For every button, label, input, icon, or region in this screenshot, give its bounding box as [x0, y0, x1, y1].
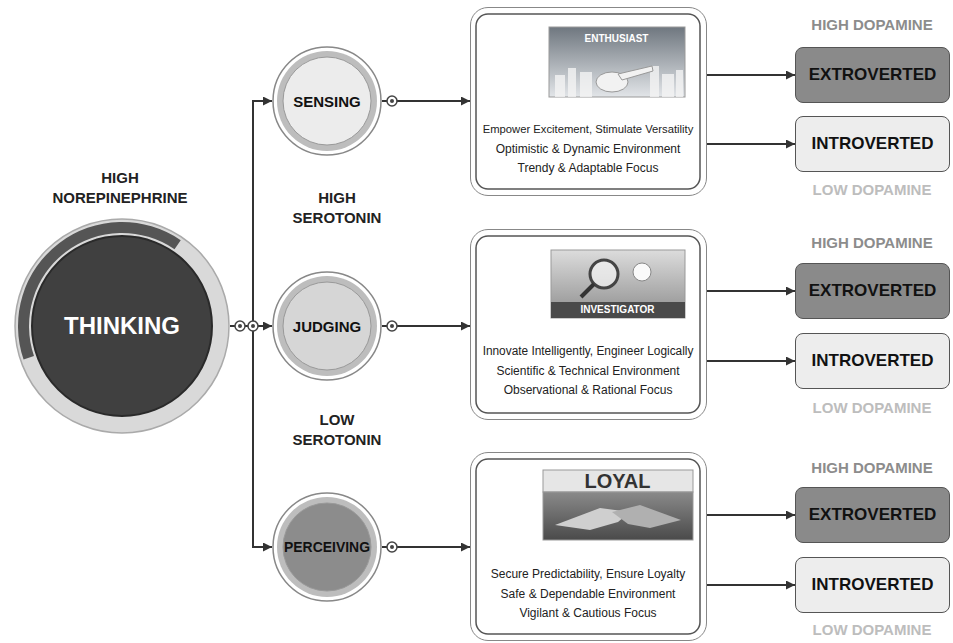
connector-arrow — [230, 101, 272, 326]
level-label: HIGH DOPAMINE — [797, 233, 947, 253]
trait-label: INTROVERTED — [812, 351, 934, 371]
core-circle: THINKING — [14, 218, 230, 434]
connector-arrow — [707, 360, 795, 362]
card-text: Scientific & Technical Environment — [471, 362, 705, 382]
inner-disk — [283, 503, 371, 591]
card-text: Secure Predictability, Ensure Loyalty — [471, 565, 705, 585]
skyline-building — [580, 72, 592, 97]
card-text: Innovate Intelligently, Engineer Logical… — [471, 342, 705, 362]
level-label: LOW DOPAMINE — [797, 180, 947, 200]
introverted-box: INTROVERTED — [795, 333, 950, 389]
level-label: HIGH NOREPINEPHRINE — [40, 168, 200, 208]
skyline-building — [662, 74, 674, 97]
inner-disk — [32, 236, 212, 416]
extroverted-box: EXTROVERTED — [795, 47, 950, 103]
extroverted-box: EXTROVERTED — [795, 487, 950, 543]
connector-arrow — [707, 514, 795, 516]
introverted-box: INTROVERTED — [795, 557, 950, 613]
level-label: LOW SEROTONIN — [282, 410, 392, 450]
junction-dot — [238, 324, 242, 328]
card-text: Trendy & Adaptable Focus — [471, 159, 705, 179]
middle-ring — [277, 276, 377, 376]
skyline-building — [555, 75, 565, 97]
level-label: HIGH SEROTONIN — [282, 188, 392, 228]
bulb-symbol — [633, 263, 651, 281]
connector-arrow — [707, 584, 795, 586]
card-title: INVESTIGATOR — [551, 303, 685, 317]
level-label: LOW DOPAMINE — [797, 620, 947, 640]
connector-arrow — [707, 143, 795, 145]
outer-ring — [273, 47, 381, 155]
picture-frame — [549, 27, 685, 97]
inner-disk — [283, 282, 371, 370]
inner-disk — [283, 57, 371, 145]
profile-card: ENTHUSIAST Empower Excitement, Stimulate … — [470, 7, 707, 196]
connector-arrow — [707, 74, 795, 76]
trait-label: EXTROVERTED — [809, 281, 937, 301]
junction-dot — [387, 321, 397, 331]
junction-dot — [390, 324, 394, 328]
title-band — [551, 302, 685, 318]
junction-dot — [387, 542, 397, 552]
junction-dot — [235, 321, 245, 331]
junction-dot — [390, 545, 394, 549]
level-label: HIGH DOPAMINE — [797, 458, 947, 478]
card-text: Safe & Dependable Environment — [471, 585, 705, 605]
trait-label: INTROVERTED — [812, 134, 934, 154]
level-label: LOW DOPAMINE — [797, 398, 947, 418]
picture-frame — [551, 250, 685, 318]
connector-arrow — [707, 290, 795, 292]
card-text: Vigilant & Cautious Focus — [471, 604, 705, 624]
outer-ring — [15, 219, 229, 433]
middle-ring — [277, 51, 377, 151]
handshake-hand — [612, 505, 681, 528]
trait-label: INTROVERTED — [812, 575, 934, 595]
card-text: Optimistic & Dynamic Environment — [471, 140, 705, 160]
trait-label: EXTROVERTED — [809, 505, 937, 525]
card-title: LOYAL — [543, 469, 693, 493]
circle-label: PERCEIVING — [284, 539, 370, 555]
circle-label: JUDGING — [293, 318, 361, 335]
card-title: ENTHUSIAST — [549, 32, 685, 46]
magnifier-handle — [581, 284, 594, 297]
junction-dot — [387, 96, 397, 106]
level-label: HIGH DOPAMINE — [797, 15, 947, 35]
outer-ring — [273, 272, 381, 380]
finger-shape — [618, 66, 653, 80]
junction-dot — [390, 99, 394, 103]
trait-circle: PERCEIVING — [272, 492, 382, 602]
connector-arrow — [230, 326, 272, 547]
skyline-building — [568, 68, 576, 97]
profile-card: INVESTIGATOR Innovate Intelligently, Engi… — [470, 229, 707, 420]
trait-label: EXTROVERTED — [809, 65, 937, 85]
circle-label: THINKING — [64, 312, 180, 340]
magnifier-lens — [590, 260, 618, 288]
introverted-box: INTROVERTED — [795, 116, 950, 172]
picture-frame — [543, 492, 693, 540]
profile-card: LOYAL Secure Predictability, Ensure Loyal… — [470, 452, 707, 641]
circle-label: SENSING — [293, 93, 361, 110]
junction-dot — [248, 321, 258, 331]
outer-ring — [273, 493, 381, 601]
skyline-building — [676, 70, 683, 97]
extroverted-box: EXTROVERTED — [795, 263, 950, 319]
junction-dot — [251, 324, 255, 328]
card-text: Empower Excitement, Stimulate Versatilit… — [471, 120, 705, 140]
trait-circle: SENSING — [272, 46, 382, 156]
middle-ring — [277, 497, 377, 597]
trait-circle: JUDGING — [272, 271, 382, 381]
card-text: Observational & Rational Focus — [471, 381, 705, 401]
